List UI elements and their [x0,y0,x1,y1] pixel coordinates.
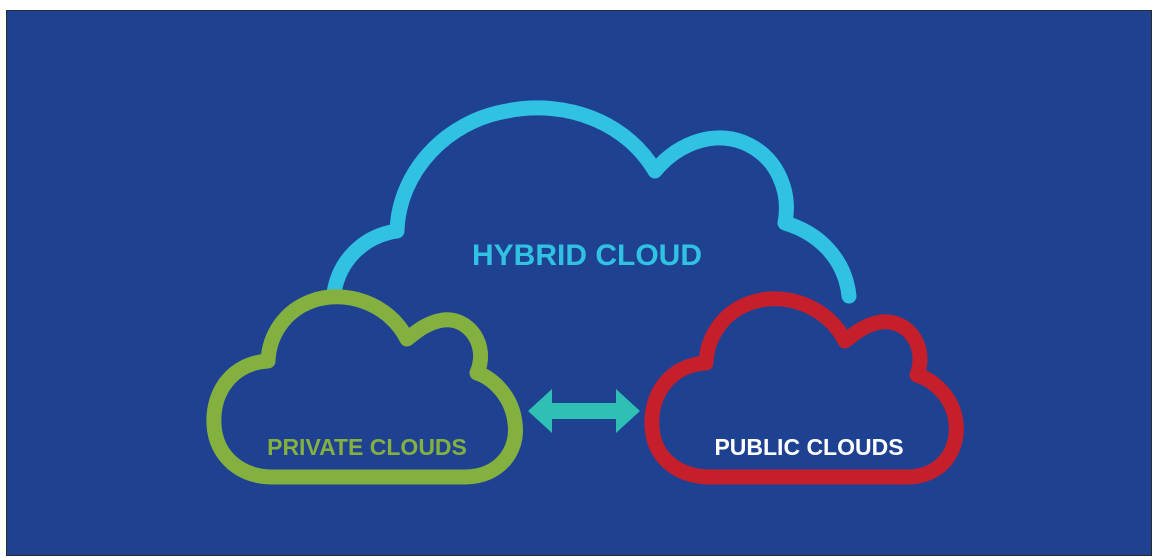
public-cloud-outline [644,291,964,485]
private-clouds-label: PRIVATE CLOUDS [267,434,467,460]
hybrid-cloud-label: HYBRID CLOUD [472,239,702,272]
public-clouds-label: PUBLIC CLOUDS [714,434,903,460]
private-cloud-outline [206,289,523,485]
diagram-frame: HYBRID CLOUD PRIVATE CLOUDS PUBLIC CLOUD… [6,10,1152,556]
double-arrow-icon [528,389,640,433]
hybrid-cloud-outline [326,100,857,304]
hybrid-cloud-diagram: HYBRID CLOUD PRIVATE CLOUDS PUBLIC CLOUD… [206,100,964,485]
